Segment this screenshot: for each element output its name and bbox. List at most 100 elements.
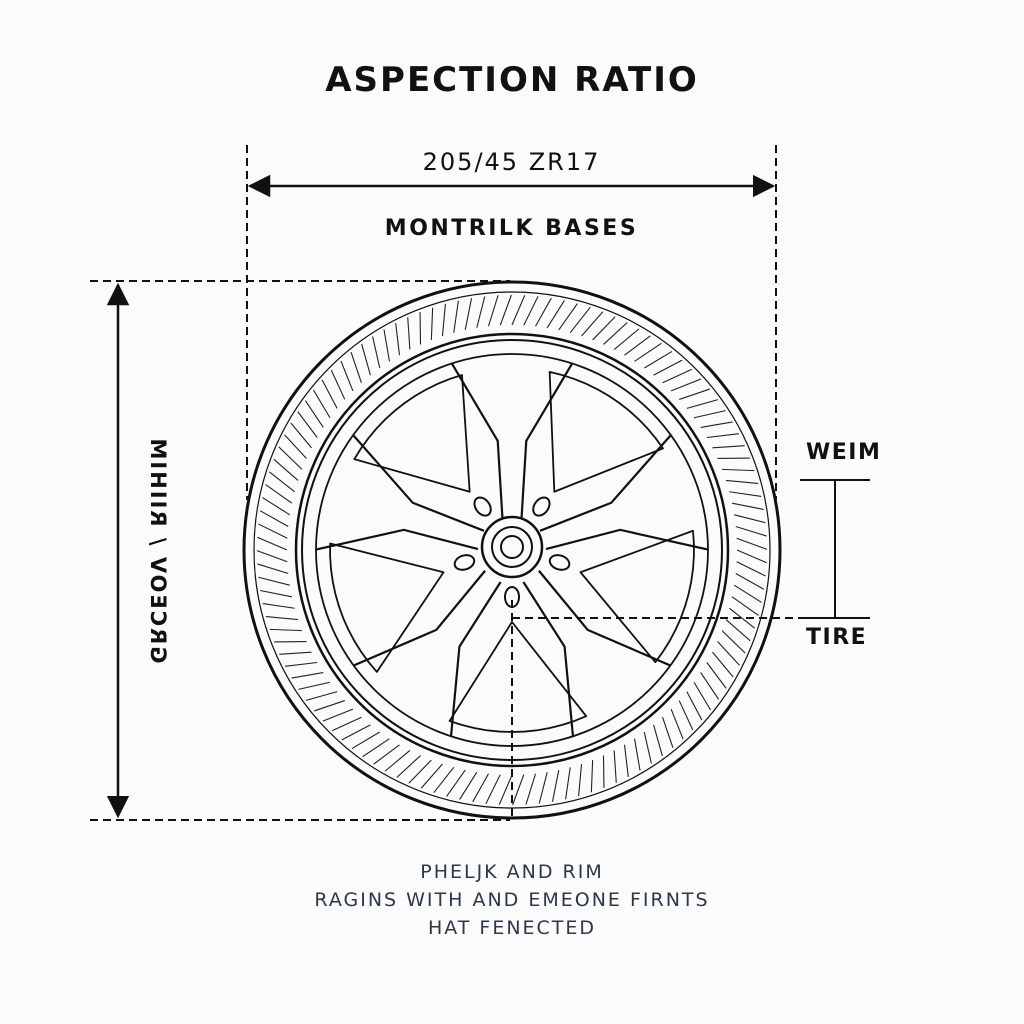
tread-mark (735, 525, 767, 537)
width-dimension (246, 145, 777, 500)
tread-mark (340, 360, 354, 392)
tread-mark (262, 497, 291, 516)
tread-mark (729, 491, 762, 497)
tread-mark (735, 573, 765, 590)
sidewall-bracket (512, 479, 870, 619)
tread-mark (361, 343, 371, 376)
tread-mark (297, 411, 318, 438)
tread-mark (373, 744, 400, 765)
tread-mark (736, 537, 768, 550)
rim-window (329, 542, 445, 673)
tread-mark (725, 619, 751, 642)
tread-mark (634, 738, 641, 771)
tread-mark (322, 708, 354, 722)
tread-mark (643, 731, 652, 764)
tread-mark (285, 661, 318, 667)
tread-mark (728, 607, 756, 629)
caption-line-3: HAT FENECTED (427, 917, 597, 939)
tread-mark (693, 410, 726, 419)
tire-outer-edge (242, 280, 782, 820)
tread-mark (693, 681, 712, 711)
tread-mark (350, 352, 362, 383)
tread-mark (653, 724, 663, 757)
tread-mark (258, 576, 290, 586)
spoke-edge (520, 362, 574, 518)
tread-mark (590, 760, 594, 793)
tread-mark (643, 350, 673, 369)
tread-mark (721, 630, 746, 654)
spoke-edge (522, 581, 575, 737)
rim-spokes (315, 362, 709, 737)
lug-nut (532, 496, 551, 517)
tread-mark (731, 596, 759, 616)
tread-mark (717, 641, 740, 666)
spoke-edge (315, 528, 479, 551)
tread-mark (284, 434, 307, 459)
tread-mark (256, 550, 288, 563)
tread-mark (290, 422, 312, 449)
tread-mark (312, 389, 331, 419)
tread-pattern (256, 294, 768, 806)
caption: PHELJK AND RIM RAGINS WITH AND EMEONE FI… (0, 858, 1024, 942)
tread-mark (265, 484, 293, 504)
tire-size-code: 205/45 ZR17 (422, 148, 601, 176)
tread-mark (351, 731, 381, 750)
tread-mark (603, 322, 628, 345)
tread-mark (395, 323, 401, 356)
sidewall-label: WEIM (806, 440, 882, 465)
tread-mark (459, 771, 478, 800)
tread-mark (581, 311, 604, 337)
tread-mark (565, 767, 571, 800)
tread-mark (396, 755, 421, 778)
caption-line-2: RAGINS WITH AND EMEONE FIRNTS (314, 889, 710, 911)
rim-window (448, 621, 588, 733)
tread-mark (535, 297, 552, 327)
height-label: GRCEOV / RIIHIM (146, 436, 170, 664)
tread-mark (613, 328, 640, 350)
tread-mark (262, 603, 295, 609)
tread-mark (446, 769, 466, 797)
tread-mark (662, 717, 674, 748)
diagram-title: ASPECTION RATIO (325, 60, 699, 100)
tread-mark (341, 724, 371, 741)
tread-mark (269, 628, 302, 632)
tread-mark (551, 769, 560, 802)
tread-mark (330, 369, 346, 400)
tread-mark (321, 379, 338, 409)
tread-mark (260, 589, 293, 598)
tread-mark (487, 295, 499, 327)
tread-mark (731, 502, 764, 511)
tread-mark (331, 716, 362, 732)
tread-mark (686, 691, 703, 721)
tread-mark (706, 433, 739, 439)
tread-mark (268, 471, 296, 493)
rim-window (548, 371, 664, 493)
tread-mark (273, 458, 299, 481)
tread-mark (538, 772, 548, 804)
tread-mark (546, 300, 565, 329)
tread-mark (712, 651, 734, 678)
tread-mark (592, 316, 616, 341)
tread-mark (485, 774, 501, 804)
height-dimension (90, 280, 510, 821)
tread-mark (662, 368, 693, 384)
tread-mark (383, 329, 390, 362)
tread-mark (408, 759, 432, 784)
tread-mark (670, 378, 702, 392)
tread-mark (362, 738, 390, 758)
tread-mark (678, 700, 694, 731)
tread-mark (706, 662, 727, 689)
spoke-edge (539, 434, 672, 532)
tread-mark (511, 295, 526, 326)
tread-mark (725, 479, 759, 484)
tread-mark (464, 298, 473, 331)
tread-mark (670, 708, 684, 740)
tread-mark (578, 763, 583, 797)
center-cap (500, 535, 524, 559)
tread-mark (722, 468, 755, 472)
spoke-edge (449, 581, 502, 737)
width-label: MONTRILK BASES (384, 216, 639, 241)
spoke-edge (352, 434, 485, 532)
tread-mark (420, 763, 443, 789)
